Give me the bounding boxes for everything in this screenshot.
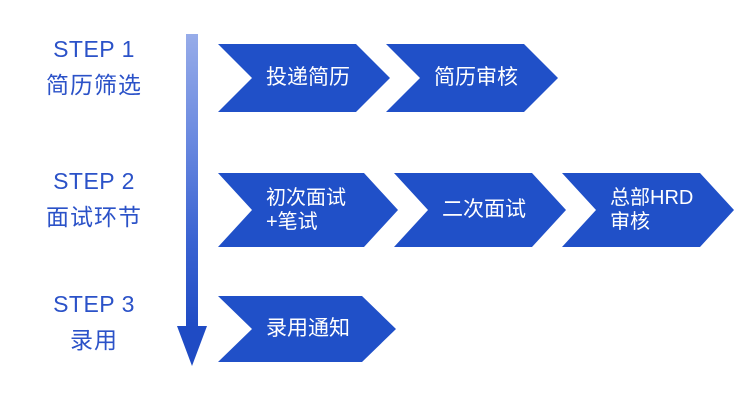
downward-progress-arrow-icon (177, 34, 207, 366)
stage-chevron-2-2-label: 二次面试 (442, 197, 526, 221)
step-2-title-en: STEP 2 (53, 168, 135, 194)
step-2-title-cn: 面试环节 (46, 204, 142, 230)
stage-chevron-2-3-label: 总部HRD 审核 (610, 186, 694, 233)
step-3-title-en: STEP 3 (53, 291, 135, 317)
stage-chevron-2-1[interactable]: 初次面试 +笔试 (218, 173, 398, 247)
step-3-title-cn: 录用 (70, 327, 118, 353)
stage-chevron-1-2-label: 简历审核 (434, 65, 518, 89)
stage-chevron-3-1-label: 录用通知 (266, 316, 350, 340)
stage-chevron-1-1[interactable]: 投递简历 (218, 44, 390, 112)
stage-chevron-3-1[interactable]: 录用通知 (218, 296, 396, 362)
stage-row-2: 初次面试 +笔试 二次面试 总部HRD 审核 (0, 173, 750, 247)
stage-chevron-2-2[interactable]: 二次面试 (394, 173, 566, 247)
step-1-title-en: STEP 1 (53, 36, 135, 62)
stage-chevron-1-1-label: 投递简历 (266, 65, 350, 89)
step-label-2: STEP 2 面试环节 (18, 170, 170, 229)
step-1-title-cn: 简历筛选 (46, 72, 142, 98)
step-label-1: STEP 1 简历筛选 (18, 38, 170, 97)
stage-chevron-2-1-label: 初次面试 +笔试 (266, 186, 346, 233)
stage-chevron-1-2[interactable]: 简历审核 (386, 44, 558, 112)
stage-row-1: 投递简历 简历审核 (0, 44, 750, 112)
stage-row-3: 录用通知 (0, 296, 750, 362)
stage-chevron-2-3[interactable]: 总部HRD 审核 (562, 173, 734, 247)
step-label-3: STEP 3 录用 (18, 293, 170, 352)
